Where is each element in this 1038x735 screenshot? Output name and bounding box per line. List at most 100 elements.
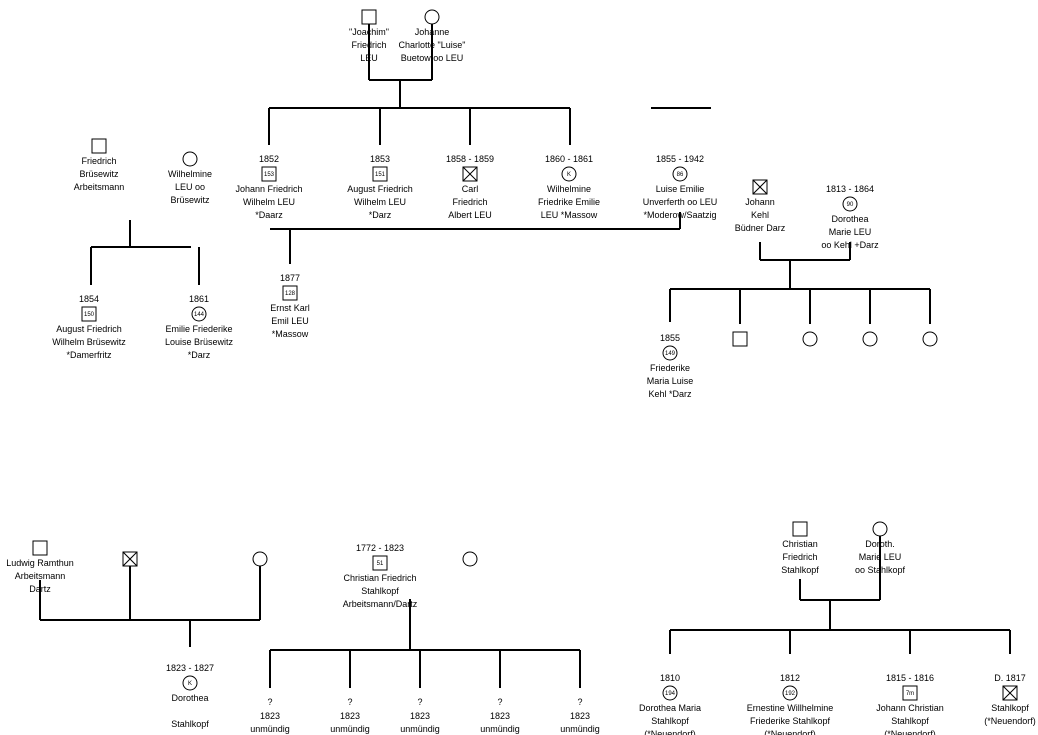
- person-kehl-c3: [802, 331, 818, 347]
- name-line: Marie LEU: [829, 227, 872, 237]
- female-circle-icon: [662, 685, 678, 701]
- name-line: 1823: [260, 711, 280, 721]
- years-label: 1823 - 1827: [166, 663, 214, 673]
- person-number: 151: [375, 172, 386, 178]
- name-line: Friedrich: [452, 197, 487, 207]
- name-line: Stahlkopf: [651, 716, 689, 726]
- name-line: *Darz: [188, 350, 211, 360]
- name-line: Johann Christian: [876, 703, 944, 713]
- name-line: 1823: [340, 711, 360, 721]
- unknown-sex-icon: ?: [417, 697, 422, 707]
- name-line: Kehl: [751, 210, 769, 220]
- female-circle-icon: [182, 675, 198, 691]
- years-label: 1860 - 1861: [545, 154, 593, 164]
- person-ramthun-male: [122, 551, 138, 567]
- name-line: *Damerfritz: [66, 350, 112, 360]
- name-line: Stahlkopf: [361, 586, 399, 596]
- name-line: Wilhelmine: [168, 169, 212, 179]
- person-number: K: [567, 172, 571, 178]
- name-line: 1823: [570, 711, 590, 721]
- name-line: Dorothea: [171, 693, 208, 703]
- person-number: 86: [677, 172, 684, 178]
- person-ramthun-female: [252, 551, 268, 567]
- years-label: 1861: [189, 294, 209, 304]
- years-label: 1853: [370, 154, 390, 164]
- male-square-icon: [91, 138, 107, 154]
- name-line: LEU: [360, 53, 378, 63]
- person-number: 192: [785, 691, 796, 697]
- name-line: August Friedrich: [347, 184, 413, 194]
- female-circle-icon: [191, 306, 207, 322]
- male-square-icon: [81, 306, 97, 322]
- female-circle-icon: [842, 196, 858, 212]
- name-line: Johann: [745, 197, 775, 207]
- name-line: oo Kehl +Darz: [821, 240, 879, 250]
- person-number: 51: [377, 561, 384, 567]
- name-line: Carl: [462, 184, 479, 194]
- name-line: Ernst Karl: [270, 303, 310, 313]
- name-line: unmündig: [330, 724, 370, 734]
- name-line: Marie LEU: [859, 552, 902, 562]
- name-line: Wilhelm Brüsewitz: [52, 337, 126, 347]
- name-line: Arbeitsmann: [74, 182, 125, 192]
- years-label: 1855: [660, 333, 680, 343]
- name-line: Arbeitsmann: [15, 571, 66, 581]
- name-line: (*Neuendorf): [764, 729, 816, 735]
- years-label: 1854: [79, 294, 99, 304]
- name-line: Friedrike Emilie: [538, 197, 600, 207]
- name-line: (*Neuendorf): [884, 729, 936, 735]
- name-line: Luise Emilie: [656, 184, 705, 194]
- female-circle-icon: [462, 551, 478, 567]
- female-circle-icon: [672, 166, 688, 182]
- name-line: Louise Brüsewitz: [165, 337, 234, 347]
- person-number: 149: [665, 351, 676, 357]
- male-square-icon: [282, 285, 298, 301]
- years-label: 1815 - 1816: [886, 673, 934, 683]
- person-number: 144: [194, 312, 205, 318]
- unknown-sex-icon: ?: [347, 697, 352, 707]
- name-line: Christian: [782, 539, 818, 549]
- name-line: Wilhelm LEU: [354, 197, 406, 207]
- name-line: August Friedrich: [56, 324, 122, 334]
- male-square-icon: [32, 540, 48, 556]
- relationship-lines: [39, 18, 1011, 688]
- male-square-icon: [372, 555, 388, 571]
- years-label: 1855 - 1942: [656, 154, 704, 164]
- name-line: Emilie Friederike: [165, 324, 232, 334]
- name-line: Wilhelm LEU: [243, 197, 295, 207]
- name-line: Emil LEU: [271, 316, 309, 326]
- name-line: Stahlkopf: [781, 565, 819, 575]
- person-number: K: [188, 681, 192, 687]
- name-line: *Darz: [369, 210, 392, 220]
- male-square-icon: [902, 685, 918, 701]
- name-line: 1823: [410, 711, 430, 721]
- name-line: Friedrich: [351, 40, 386, 50]
- name-line: Albert LEU: [448, 210, 492, 220]
- person-kehl-c2: [732, 331, 748, 347]
- unknown-sex-icon: ?: [267, 697, 272, 707]
- female-circle-icon: [802, 331, 818, 347]
- name-line: Dorothea Maria: [639, 703, 701, 713]
- years-label: 1858 - 1859: [446, 154, 494, 164]
- name-line: Christian Friedrich: [343, 573, 416, 583]
- male-square-icon: [372, 166, 388, 182]
- name-line: 1823: [490, 711, 510, 721]
- person-kehl-c4: [862, 331, 878, 347]
- years-label: 1810: [660, 673, 680, 683]
- name-line: Brüsewitz: [79, 169, 119, 179]
- years-label: D. 1817: [994, 673, 1026, 683]
- name-line: Unverferth oo LEU: [643, 197, 718, 207]
